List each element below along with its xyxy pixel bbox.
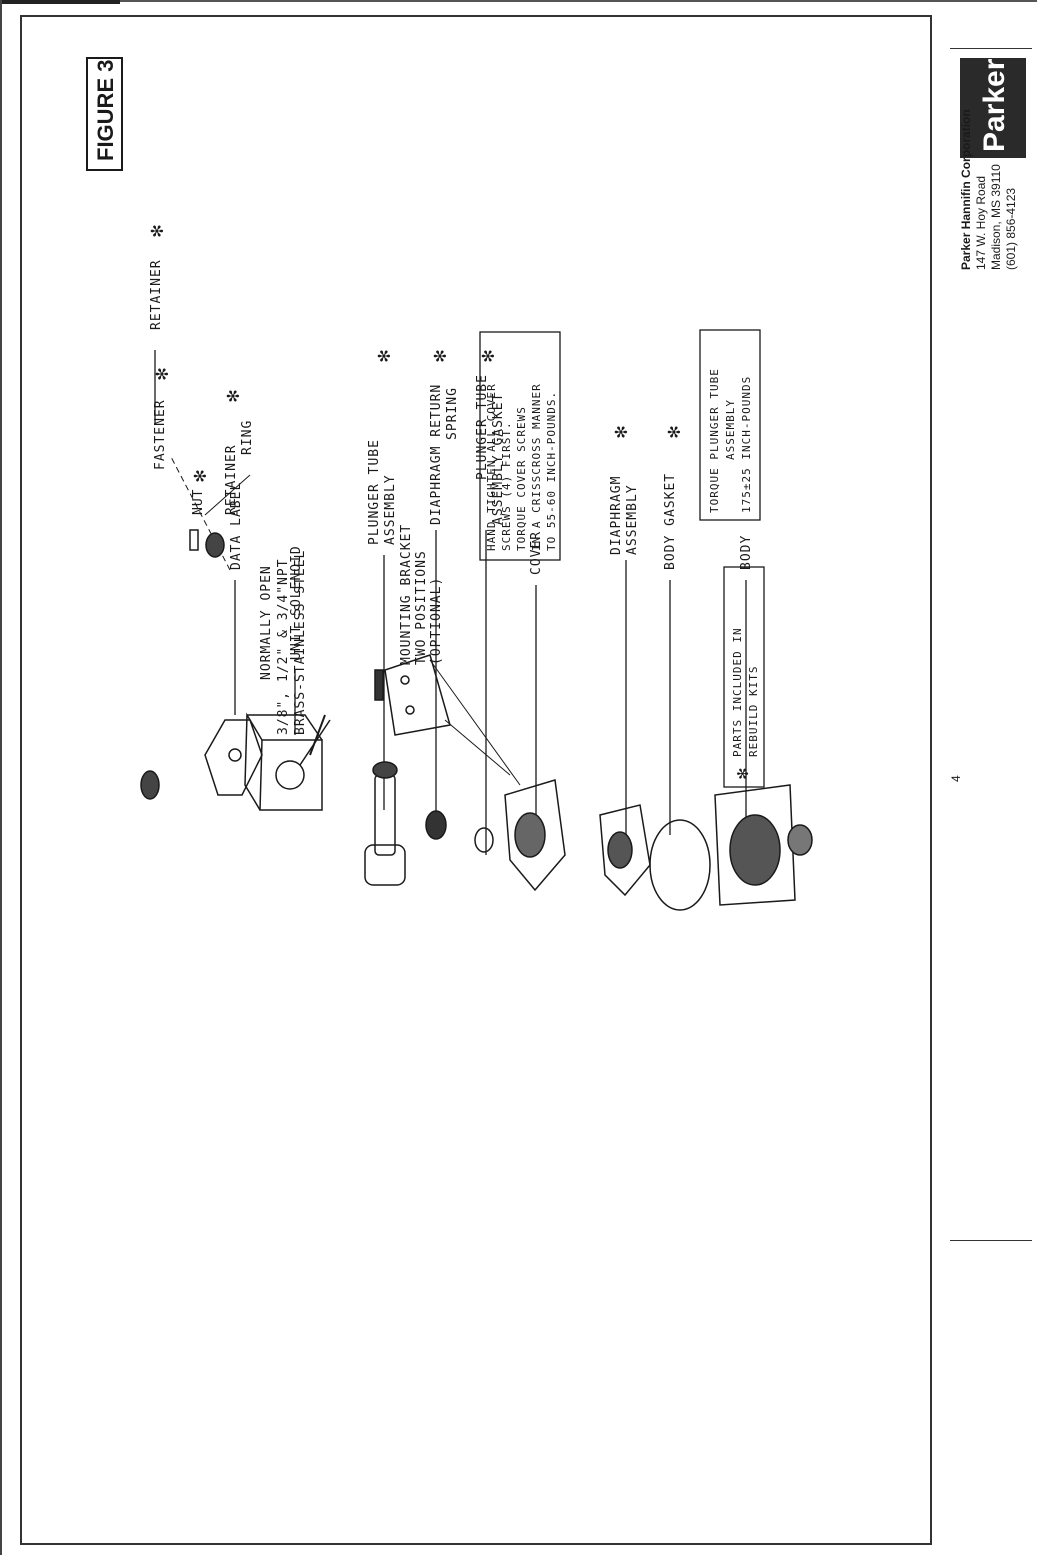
mounting-bracket-line3: (OPTIONAL) xyxy=(429,577,444,665)
kit-legend-line2: REBUILD KITS xyxy=(747,666,760,757)
valve-description-line1: NORMALLY OPEN xyxy=(259,565,274,680)
label-body-gasket: BODY GASKET xyxy=(663,473,678,570)
torque-note-line2: ASSEMBLY xyxy=(724,399,737,460)
kit-legend-line1: PARTS INCLUDED IN xyxy=(731,627,744,757)
cover-note-line1: HAND TIGHTEN ALL COVER xyxy=(485,383,498,551)
parker-logo-text: Parker xyxy=(978,58,1011,152)
cover-note-line5: TO 55-60 INCH-POUNDS. xyxy=(545,391,558,551)
label-nut: NUT xyxy=(191,489,206,515)
fastener-parts xyxy=(169,454,251,571)
company-phone: (601) 856-4123 xyxy=(1004,188,1018,270)
cover-note-line3: TORQUE COVER SCREWS xyxy=(515,406,528,551)
kit-symbol-icon: ✻ xyxy=(732,767,753,779)
valve-description-line2: 3/8", 1/2" & 3/4"NPT xyxy=(276,558,291,735)
diaphragm-part xyxy=(599,804,651,897)
exploded-components xyxy=(140,454,813,911)
label-plunger-tube: PLUNGER TUBE xyxy=(367,439,382,545)
unit-solenoid-part xyxy=(244,712,331,811)
kit-symbol-icon: ✻ xyxy=(149,367,173,380)
cover-screw-note: HAND TIGHTEN ALL COVER SCREWS (4) FIRST.… xyxy=(479,331,561,561)
label-cover: COVER xyxy=(529,531,544,575)
company-city: Madison, MS 39110 xyxy=(989,164,1003,270)
label-retainer: RETAINER xyxy=(149,259,164,330)
kit-symbol-icon: ✻ xyxy=(371,349,395,362)
label-unit-solenoid: UNIT SOLENOID xyxy=(289,545,304,660)
label-data-label: DATA LABEL xyxy=(229,482,244,570)
kit-legend: ✻ PARTS INCLUDED IN REBUILD KITS xyxy=(723,566,765,788)
company-name: Parker Hannifin Corporation xyxy=(959,109,973,270)
mounting-bracket-note: MOUNTING BRACKET TWO POSITIONS (OPTIONAL… xyxy=(399,524,444,665)
kit-symbol-icon: ✻ xyxy=(661,425,685,438)
mounting-bracket-line2: TWO POSITIONS xyxy=(414,550,429,665)
page-edge-mark xyxy=(0,0,120,4)
kit-symbol-icon: ✻ xyxy=(608,425,632,438)
kit-symbol-icon: ✻ xyxy=(427,349,451,362)
label-plunger-gasket: PLUNGER TUBE xyxy=(475,374,490,480)
data-label-part xyxy=(204,719,263,796)
kit-symbol-icon: ✻ xyxy=(475,349,499,362)
mounting-bracket-part xyxy=(374,654,521,786)
retainer-part xyxy=(140,770,160,800)
label-diaphragm-return: DIAPHRAGM RETURN xyxy=(429,384,444,525)
kit-symbol-icon: ✻ xyxy=(220,389,244,402)
cover-note-line2: SCREWS (4) FIRST. xyxy=(500,421,513,551)
label-plunger-gasket-2: ASSEMBLY GASKET xyxy=(491,393,506,525)
kit-symbol-icon: ✻ xyxy=(144,224,168,237)
body-gasket-part xyxy=(649,819,711,911)
label-diaphragm: DIAPHRAGM xyxy=(609,476,624,555)
valve-description: NORMALLY OPEN 3/8", 1/2" & 3/4"NPT BRASS… xyxy=(259,550,308,735)
company-address: Parker Hannifin Corporation 147 W. Hoy R… xyxy=(959,109,1018,270)
plunger-gasket-part xyxy=(474,827,494,853)
label-body: BODY xyxy=(739,535,754,570)
sidebar-rule-bottom xyxy=(950,1240,1032,1241)
page-edge xyxy=(0,0,1037,2)
spring-part xyxy=(425,810,447,840)
sidebar-rule-top xyxy=(950,48,1032,49)
label-fastener: FASTENER xyxy=(153,399,168,470)
body-part xyxy=(714,784,813,906)
label-retainer-ring: RETAINER xyxy=(224,444,239,515)
parker-logo: Parker xyxy=(960,58,1026,158)
cover-part xyxy=(504,779,566,892)
fastener-labels: FASTENER ✻ NUT ✻ RETAINER RING ✻ xyxy=(149,367,255,515)
figure-frame xyxy=(20,15,932,1545)
page-number: 4 xyxy=(949,775,963,782)
torque-note-line1: TORQUE PLUNGER TUBE xyxy=(708,368,721,513)
torque-note-line3: 175±25 INCH-POUNDS xyxy=(740,376,753,513)
figure-label: FIGURE 3 xyxy=(86,57,123,171)
page-edge-left xyxy=(0,0,2,1555)
company-street: 147 W. Hoy Road xyxy=(974,176,988,270)
label-retainer-ring-2: RING xyxy=(240,420,255,455)
mounting-bracket-line1: MOUNTING BRACKET xyxy=(399,524,414,665)
kit-symbol-icon: ✻ xyxy=(187,469,211,482)
cover-note-line4: IN A CRISSCROSS MANNER xyxy=(530,383,543,551)
plunger-tube-part xyxy=(364,761,406,886)
label-plunger-tube-2: ASSEMBLY xyxy=(383,474,398,545)
label-diaphragm-2: ASSEMBLY xyxy=(625,484,640,555)
valve-description-line3: BRASS-STAINLESS STEEL xyxy=(293,550,308,735)
plunger-torque-note: TORQUE PLUNGER TUBE ASSEMBLY 175±25 INCH… xyxy=(699,329,761,521)
label-diaphragm-return-2: SPRING xyxy=(445,387,460,440)
figure-label-text: FIGURE 3 xyxy=(93,60,118,161)
